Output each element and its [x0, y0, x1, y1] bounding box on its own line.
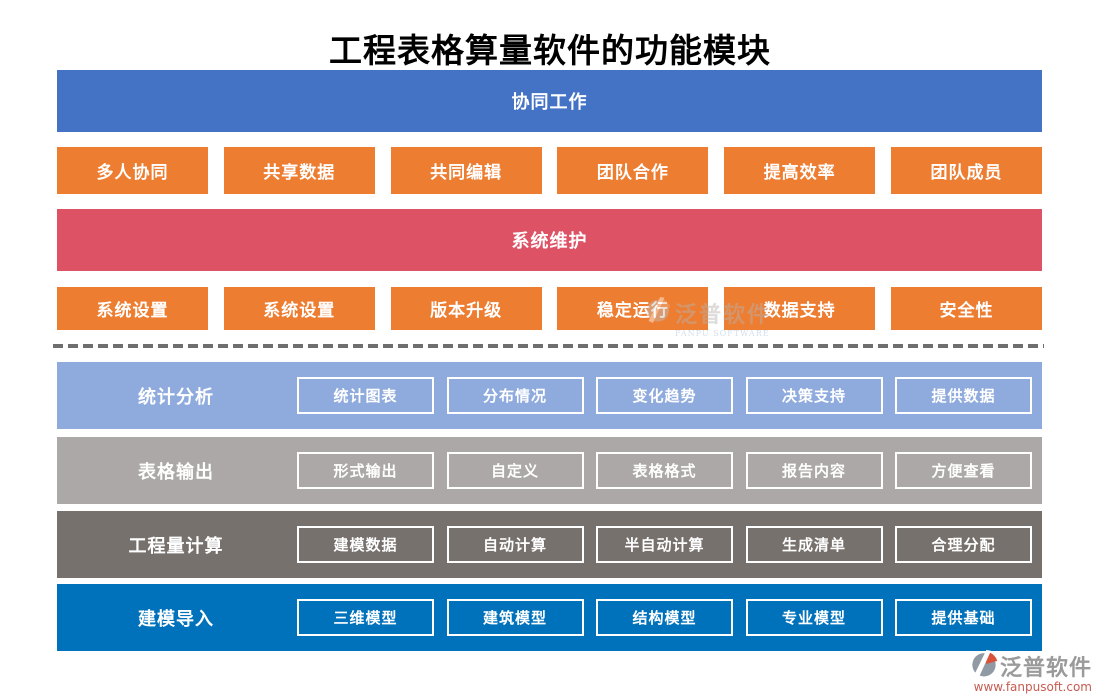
maintenance-button-3[interactable]: 版本升级	[390, 287, 542, 330]
collaboration-button-3[interactable]: 共同编辑	[390, 147, 542, 194]
collaboration-button-1[interactable]: 多人协同	[57, 147, 208, 194]
maintenance-button-4[interactable]: 稳定运行	[557, 287, 709, 330]
maintenance-button-row: 系统设置 系统设置 版本升级 稳定运行 数据支持 安全性	[57, 287, 1042, 330]
dashed-divider	[53, 344, 1044, 348]
feature-table-output-5[interactable]: 方便查看	[895, 452, 1032, 489]
maintenance-banner: 系统维护	[57, 209, 1042, 271]
feature-model-import-3[interactable]: 结构模型	[596, 599, 733, 636]
pill-group-quantity-calc: 建模数据 自动计算 半自动计算 生成清单 合理分配	[295, 526, 1042, 563]
fanpu-logo-icon	[970, 650, 998, 682]
feature-table-output-2[interactable]: 自定义	[446, 452, 584, 489]
maintenance-button-5[interactable]: 数据支持	[724, 287, 876, 330]
maintenance-button-2[interactable]: 系统设置	[223, 287, 375, 330]
feature-table-output-1[interactable]: 形式输出	[297, 452, 434, 489]
footer-brand: 泛普软件 www.fanpusoft.com	[947, 650, 1092, 694]
collaboration-button-2[interactable]: 共享数据	[223, 147, 375, 194]
pill-group-statistics: 统计图表 分布情况 变化趋势 决策支持 提供数据	[295, 377, 1042, 414]
feature-model-import-1[interactable]: 三维模型	[297, 599, 434, 636]
collaboration-button-6[interactable]: 团队成员	[890, 147, 1042, 194]
feature-statistics-5[interactable]: 提供数据	[895, 377, 1032, 414]
module-row-model-import: 建模导入 三维模型 建筑模型 结构模型 专业模型 提供基础	[57, 584, 1042, 651]
feature-statistics-3[interactable]: 变化趋势	[596, 377, 733, 414]
collaboration-button-5[interactable]: 提高效率	[724, 147, 876, 194]
feature-statistics-4[interactable]: 决策支持	[745, 377, 883, 414]
pill-group-model-import: 三维模型 建筑模型 结构模型 专业模型 提供基础	[295, 599, 1042, 636]
feature-model-import-4[interactable]: 专业模型	[745, 599, 883, 636]
module-label-quantity-calc: 工程量计算	[128, 535, 224, 557]
maintenance-button-6[interactable]: 安全性	[890, 287, 1042, 330]
feature-model-import-5[interactable]: 提供基础	[895, 599, 1032, 636]
pill-group-table-output: 形式输出 自定义 表格格式 报告内容 方便查看	[295, 452, 1042, 489]
feature-quantity-calc-5[interactable]: 合理分配	[895, 526, 1032, 563]
module-label-model-import: 建模导入	[138, 608, 214, 630]
footer-brand-name: 泛普软件	[999, 655, 1092, 681]
module-row-quantity-calc: 工程量计算 建模数据 自动计算 半自动计算 生成清单 合理分配	[57, 511, 1042, 578]
feature-table-output-3[interactable]: 表格格式	[596, 452, 733, 489]
footer-brand-url[interactable]: www.fanpusoft.com	[973, 680, 1092, 694]
page-title: 工程表格算量软件的功能模块	[329, 31, 771, 70]
watermark-subtitle: FANPU SOFTWARE	[675, 329, 770, 338]
feature-quantity-calc-4[interactable]: 生成清单	[745, 526, 883, 563]
collaboration-button-4[interactable]: 团队合作	[557, 147, 709, 194]
module-label-table-output: 表格输出	[138, 461, 214, 483]
maintenance-button-1[interactable]: 系统设置	[57, 287, 208, 330]
feature-table-output-4[interactable]: 报告内容	[745, 452, 883, 489]
collaboration-banner-label: 协同工作	[511, 92, 588, 113]
module-row-statistics: 统计分析 统计图表 分布情况 变化趋势 决策支持 提供数据	[57, 362, 1042, 429]
feature-quantity-calc-1[interactable]: 建模数据	[297, 526, 434, 563]
module-label-statistics: 统计分析	[138, 386, 214, 408]
collaboration-banner: 协同工作	[57, 70, 1042, 132]
module-row-table-output: 表格输出 形式输出 自定义 表格格式 报告内容 方便查看	[57, 437, 1042, 504]
feature-quantity-calc-3[interactable]: 半自动计算	[596, 526, 733, 563]
maintenance-banner-label: 系统维护	[511, 231, 588, 252]
feature-statistics-1[interactable]: 统计图表	[297, 377, 434, 414]
feature-quantity-calc-2[interactable]: 自动计算	[446, 526, 584, 563]
feature-statistics-2[interactable]: 分布情况	[446, 377, 584, 414]
collaboration-button-row: 多人协同 共享数据 共同编辑 团队合作 提高效率 团队成员	[57, 147, 1042, 194]
feature-model-import-2[interactable]: 建筑模型	[446, 599, 584, 636]
